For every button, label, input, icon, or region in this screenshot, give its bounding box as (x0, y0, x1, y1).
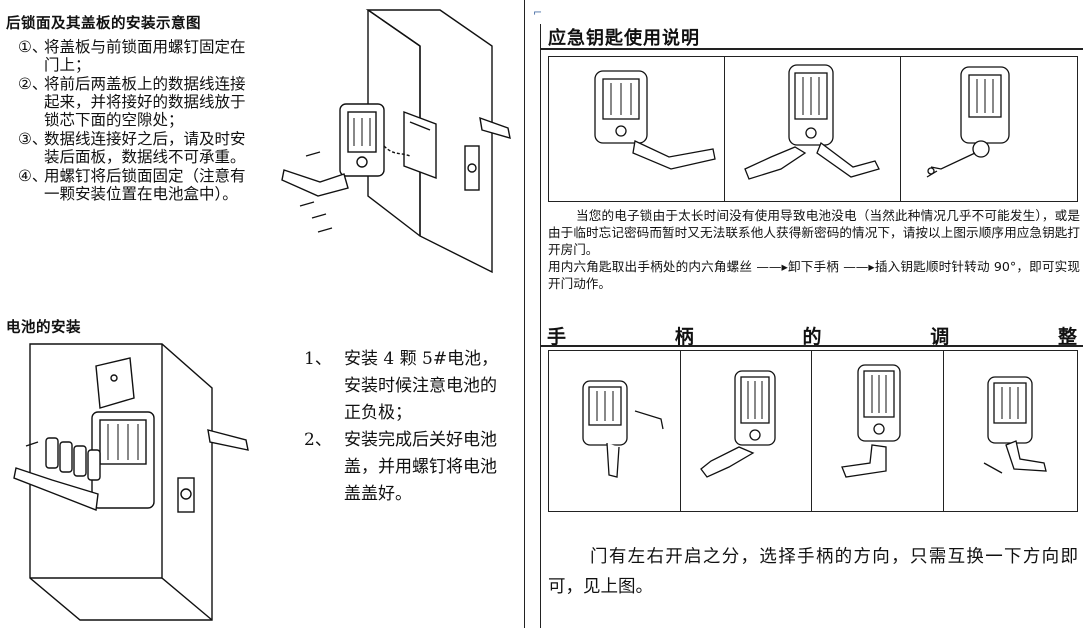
key-steps-text: 用内六角匙取出手柄处的内六角螺丝 ——▸卸下手柄 ——▸插入钥匙顺时针转动 90… (548, 259, 1080, 291)
emergency-key-description: 当您的电子锁由于太长时间没有使用导致电池没电（当然此种情况几乎不可能发生），或是… (548, 207, 1080, 292)
key-description-text: 当您的电子锁由于太长时间没有使用导致电池没电（当然此种情况几乎不可能发生），或是… (548, 208, 1080, 257)
emergency-key-title: 应急钥匙使用说明 (548, 28, 700, 49)
install-steps: ①、 将盖板与前锁面用螺钉固定在门上； ②、 将前后两盖板上的数据线连接起来，并… (18, 38, 258, 204)
battery-step: 2、 安装完成后关好电池盖，并用螺钉将电池盖盖好。 (304, 427, 504, 508)
handle-adjust-title: 手 柄 的 调 整 (547, 322, 1077, 349)
handle-title-rule (541, 345, 1083, 347)
handle-title-char: 柄 (674, 326, 694, 348)
install-step: ③、 数据线连接好之后，请及时安装后面板，数据线不可承重。 (18, 130, 258, 166)
handle-adjust-image-row (548, 350, 1078, 512)
handle-title-char: 调 (930, 326, 950, 348)
handle-image (944, 351, 1077, 511)
page-corner-mark: ⌐ (533, 6, 543, 19)
battery-install-diagram (13, 343, 249, 621)
key-step-image (725, 57, 901, 201)
battery-step: 1、 安装 4 颗 5#电池，安装时候注意电池的正负极； (304, 346, 504, 427)
door-direction-paragraph: 门有左右开启之分，选择手柄的方向，只需互换一下方向即可，见上图。 (548, 547, 1078, 597)
step-text: 用螺钉将后锁面固定（注意有一颗安装位置在电池盒中）。 (44, 167, 246, 203)
right-page-border (540, 24, 541, 628)
right-page: 应急钥匙使用说明 (541, 0, 1083, 628)
key-step-image (901, 57, 1076, 201)
handle-image (812, 351, 944, 511)
handle-title-char: 整 (1057, 326, 1077, 348)
step-number: ②、 (18, 75, 48, 93)
step-text: 数据线连接好之后，请及时安装后面板，数据线不可承重。 (44, 130, 246, 166)
install-title: 后锁面及其盖板的安装示意图 (6, 16, 201, 32)
step-text: 将盖板与前锁面用螺钉固定在门上； (44, 38, 246, 74)
handle-title-char: 手 (547, 326, 567, 348)
handle-title-char: 的 (802, 326, 822, 348)
step-number: 1、 (304, 349, 332, 369)
battery-steps: 1、 安装 4 颗 5#电池，安装时候注意电池的正负极； 2、 安装完成后关好电… (304, 346, 504, 508)
install-step: ④、 用螺钉将后锁面固定（注意有一颗安装位置在电池盒中）。 (18, 167, 258, 203)
handle-image (549, 351, 681, 511)
step-text: 安装完成后关好电池盖，并用螺钉将电池盖盖好。 (344, 430, 497, 504)
key-step-image (549, 57, 725, 201)
step-number: ③、 (18, 130, 48, 148)
door-direction-text: 门有左右开启之分，选择手柄的方向，只需互换一下方向即可，见上图。 (548, 542, 1078, 602)
rear-panel-install-diagram (281, 9, 511, 274)
step-number: ①、 (18, 38, 48, 56)
step-text: 安装 4 颗 5#电池，安装时候注意电池的正负极； (344, 349, 499, 423)
step-number: ④、 (18, 167, 48, 185)
step-number: 2、 (304, 430, 332, 450)
battery-title: 电池的安装 (6, 320, 81, 336)
left-page: 后锁面及其盖板的安装示意图 ①、 将盖板与前锁面用螺钉固定在门上； ②、 将前后… (0, 0, 524, 628)
install-step: ②、 将前后两盖板上的数据线连接起来，并将接好的数据线放于锁芯下面的空隙处； (18, 75, 258, 129)
handle-image (681, 351, 812, 511)
page-divider (524, 0, 525, 628)
emergency-key-image-row (548, 56, 1078, 202)
install-step: ①、 将盖板与前锁面用螺钉固定在门上； (18, 38, 258, 74)
step-text: 将前后两盖板上的数据线连接起来，并将接好的数据线放于锁芯下面的空隙处； (44, 75, 246, 129)
title-rule (541, 48, 1083, 50)
